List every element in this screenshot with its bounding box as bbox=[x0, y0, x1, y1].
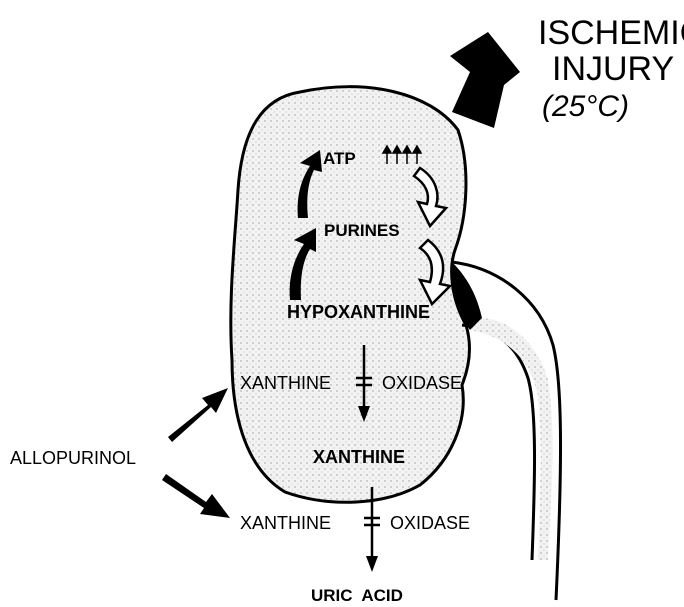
purines-label: PURINES bbox=[324, 221, 400, 240]
atp-label: ATP bbox=[323, 149, 356, 168]
ischemic-injury-arrow bbox=[450, 32, 520, 128]
allopurinol-arrow-to-enzyme-2 bbox=[162, 474, 230, 518]
allopurinol-arrow-to-enzyme-1 bbox=[168, 388, 228, 442]
xanthine-label: XANTHINE bbox=[313, 447, 405, 467]
ischemic-title-line2: INJURY bbox=[552, 50, 674, 88]
ischemic-title-line3: (25°C) bbox=[542, 90, 629, 123]
allopurinol-label: ALLOPURINOL bbox=[10, 448, 136, 468]
uric-acid-label: URIC ACID bbox=[311, 586, 403, 605]
ischemic-title-line1: ISCHEMIC bbox=[538, 14, 684, 52]
enzyme-1-right-label: OXIDASE bbox=[382, 373, 462, 393]
enzyme-2-right-label: OXIDASE bbox=[390, 513, 470, 533]
enzyme-1-left-label: XANTHINE bbox=[240, 373, 331, 393]
arrowhead-to-uric-acid bbox=[366, 556, 378, 572]
enzyme-2-left-label: XANTHINE bbox=[240, 513, 331, 533]
ureter-stipple bbox=[470, 318, 553, 560]
hypoxanthine-label: HYPOXANTHINE bbox=[287, 302, 430, 322]
